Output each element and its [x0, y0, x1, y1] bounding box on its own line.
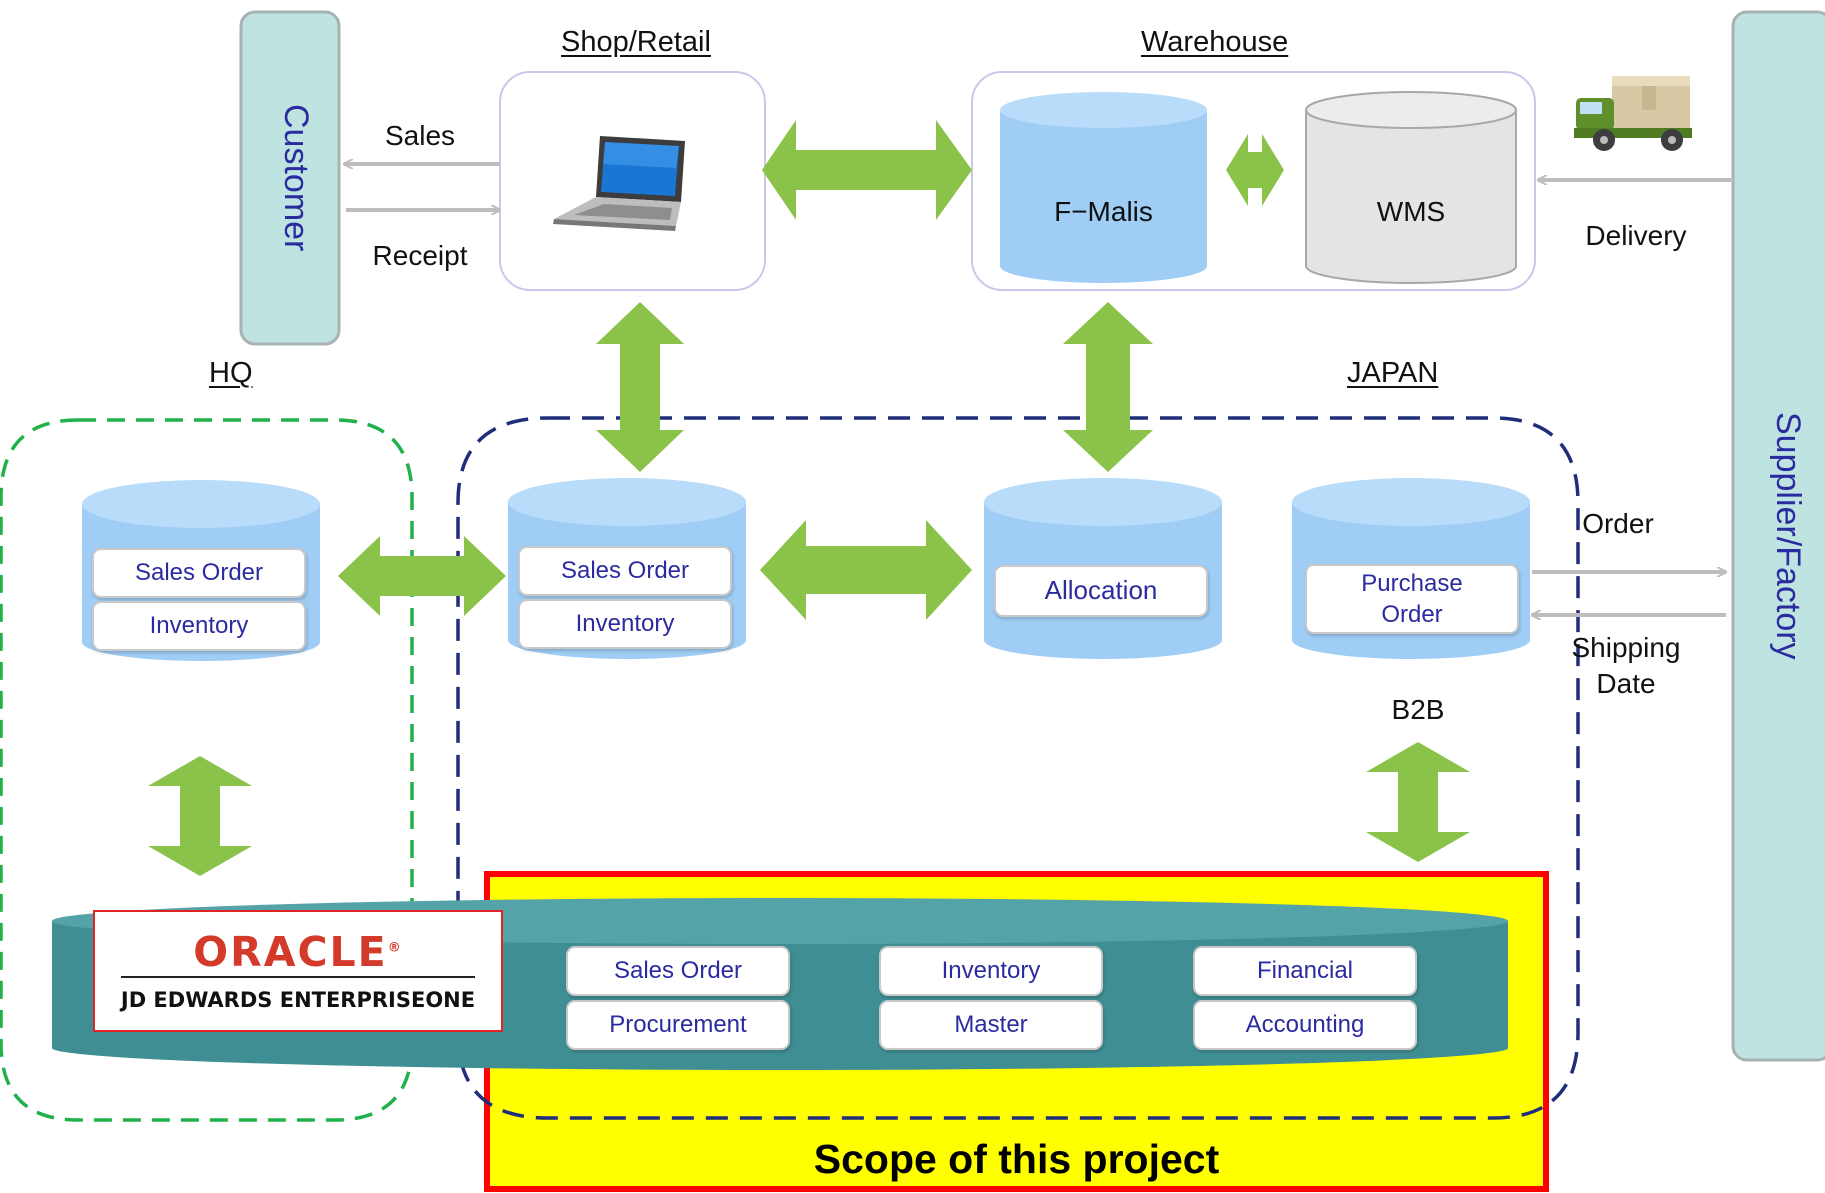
erp-master-box: Master — [879, 1000, 1103, 1050]
oracle-logo-text: ORACLE — [193, 928, 388, 976]
supplier-factory-label: Supplier/Factory — [1769, 412, 1807, 660]
shipping-date-line2: Date — [1596, 668, 1656, 699]
arrow-japan-allocation — [760, 520, 972, 620]
arrow-shop-japan — [596, 302, 684, 472]
oracle-jde-logo: ORACLE® JD EDWARDS ENTERPRISEONE — [93, 910, 503, 1032]
f-malis-label: F−Malis — [1054, 196, 1153, 227]
oracle-registered-mark: ® — [387, 940, 403, 956]
japan-inventory-box: Inventory — [518, 599, 732, 649]
f-malis-database — [1000, 92, 1207, 283]
laptop-icon — [553, 136, 685, 231]
japan-title: JAPAN — [1347, 357, 1439, 389]
order-label: Order — [1582, 508, 1654, 539]
customer-box — [239, 10, 341, 346]
arrow-hq-japan — [338, 536, 506, 616]
arrow-shop-warehouse — [762, 120, 972, 220]
warehouse-title: Warehouse — [1141, 26, 1289, 58]
purchase-order-line1: Purchase — [1361, 569, 1463, 597]
erp-accounting-box: Accounting — [1193, 1000, 1417, 1050]
erp-procurement-box: Procurement — [566, 1000, 790, 1050]
purchase-order-line2: Order — [1381, 601, 1443, 628]
shop-retail-title: Shop/Retail — [561, 26, 711, 58]
supplier-factory-box — [1731, 10, 1825, 1062]
jde-logo-subtitle: JD EDWARDS ENTERPRISEONE — [120, 988, 476, 1012]
arrow-fmalis-wms — [1226, 134, 1284, 206]
hq-title: HQ — [209, 357, 253, 389]
b2b-label: B2B — [1391, 694, 1445, 725]
erp-inventory-box: Inventory — [879, 946, 1103, 996]
erp-financial-box: Financial — [1193, 946, 1417, 996]
shipping-date-line1: Shipping — [1571, 632, 1681, 663]
arrow-hq-erp — [148, 756, 252, 876]
allocation-box: Allocation — [994, 565, 1208, 617]
wms-database — [1305, 91, 1517, 284]
arrow-b2b-erp — [1366, 742, 1470, 862]
customer-label: Customer — [277, 104, 315, 252]
receipt-label: Receipt — [372, 240, 468, 271]
oracle-logo-rule — [121, 976, 475, 978]
delivery-label: Delivery — [1585, 220, 1687, 251]
oracle-logo-word: ORACLE® — [95, 928, 501, 976]
scope-label: Scope of this project — [813, 1136, 1220, 1182]
erp-sales-order-box: Sales Order — [566, 946, 790, 996]
hq-sales-order-box: Sales Order — [92, 548, 306, 598]
hq-inventory-box: Inventory — [92, 601, 306, 651]
japan-sales-order-box: Sales Order — [518, 546, 732, 596]
japan-region — [456, 416, 1580, 1120]
hq-region — [0, 418, 414, 1122]
arrow-warehouse-allocation — [1063, 302, 1153, 472]
wms-label: WMS — [1376, 196, 1446, 227]
sales-label: Sales — [384, 120, 456, 151]
truck-icon — [1574, 76, 1692, 151]
